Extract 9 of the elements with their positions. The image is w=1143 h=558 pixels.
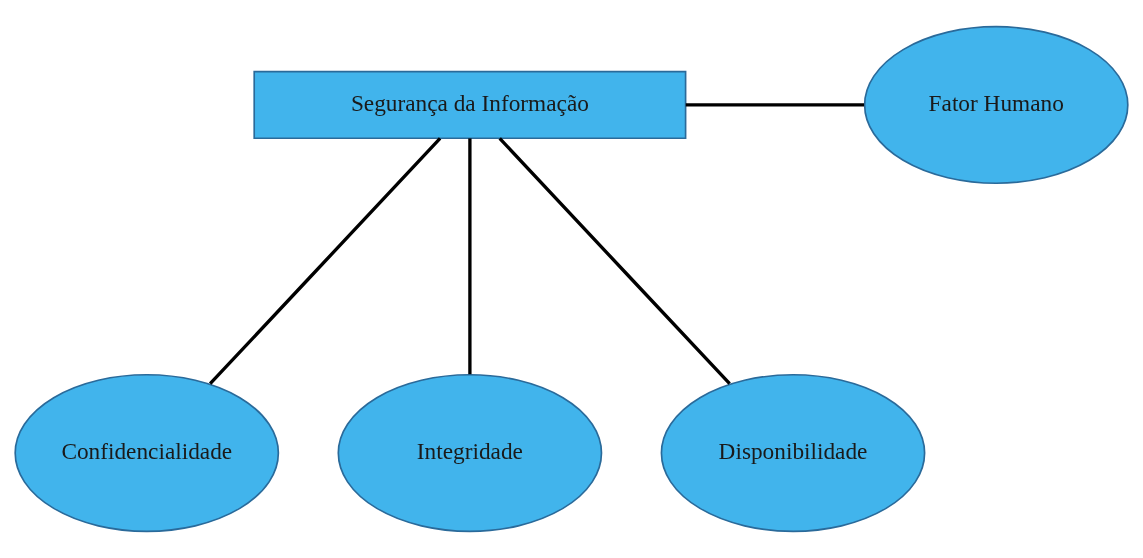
connector [498,137,731,385]
node-ellipse: Confidencialidade [14,373,280,533]
node-box: Segurança da Informação [253,70,687,140]
connector [208,137,442,385]
node-ellipse: Integridade [337,373,603,533]
connector [685,103,865,107]
node-ellipse: Fator Humano [863,25,1129,185]
node-ellipse: Disponibilidade [660,373,926,533]
connector [468,138,472,375]
